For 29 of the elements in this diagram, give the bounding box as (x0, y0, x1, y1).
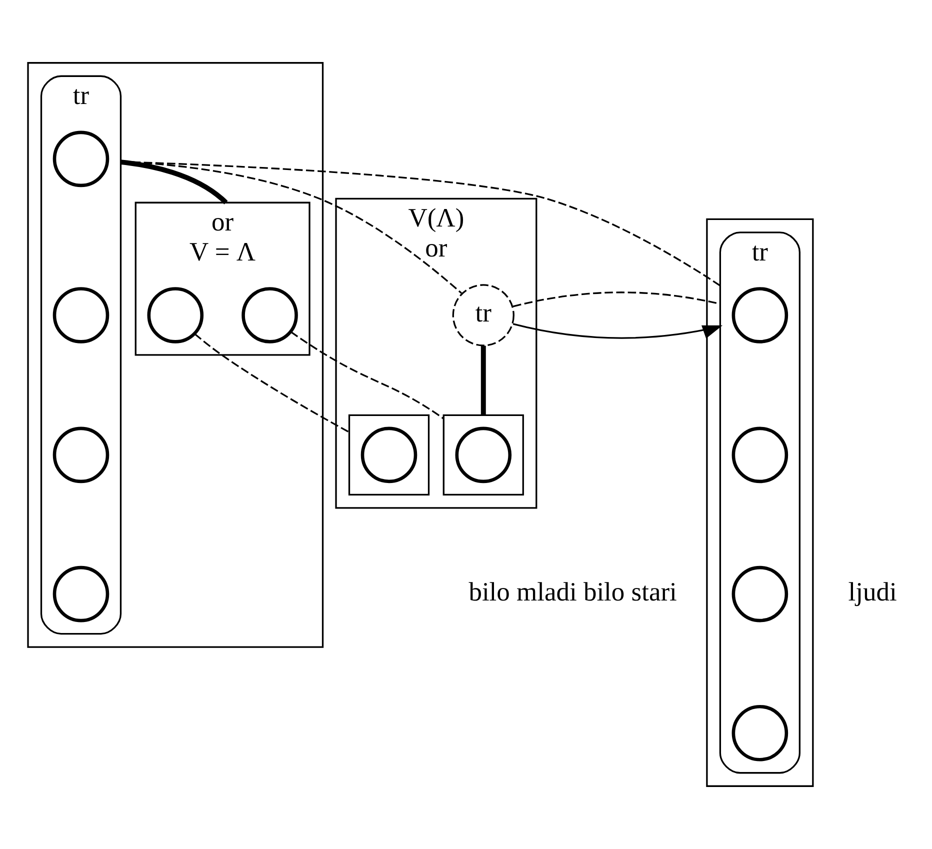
node-label: ljudi (848, 576, 897, 606)
cluster: tr (40, 75, 122, 635)
node-circle (732, 287, 788, 344)
node-circle: tr (452, 284, 514, 346)
cluster: or V = Λ (134, 202, 310, 356)
cluster (442, 414, 524, 496)
node-circle (147, 287, 204, 344)
node-circle (52, 566, 110, 622)
node-circle (732, 705, 788, 762)
node-label: bilo mladi bilo stari (468, 576, 677, 606)
connector (290, 331, 444, 420)
cluster (348, 414, 430, 496)
node-circle (242, 287, 298, 344)
cluster: tr (719, 232, 800, 774)
node-circle (732, 426, 788, 484)
node-circle (455, 426, 512, 484)
cluster (27, 62, 324, 648)
connector (120, 160, 462, 294)
node-circle (52, 130, 110, 188)
connector (480, 346, 486, 416)
connector (120, 160, 721, 286)
cluster (706, 218, 814, 787)
node-circle (732, 566, 788, 622)
node-circle (360, 426, 418, 484)
connector (120, 160, 228, 204)
arrow (512, 323, 723, 339)
node-circle (52, 287, 110, 344)
connector (194, 333, 350, 433)
node-circle (52, 426, 110, 484)
